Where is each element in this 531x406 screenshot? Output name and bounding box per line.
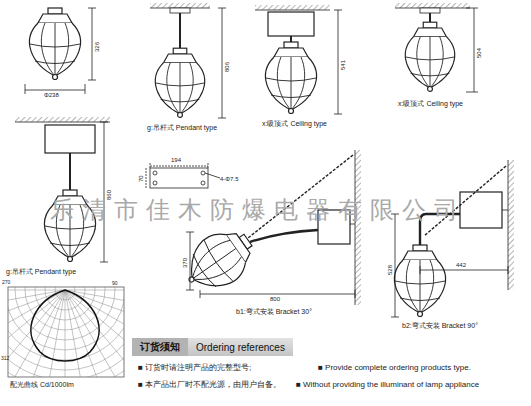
note: ■ 本产品出厂时不配光源，由用户自备。 xyxy=(138,381,281,389)
polar-ray xyxy=(8,290,65,291)
watermark: 乐清市佳木防爆电器有限公司 xyxy=(50,198,466,222)
axis-value: 312 xyxy=(1,356,9,361)
dimension: 4-Φ7.5 xyxy=(220,176,238,182)
dimension: 504 xyxy=(476,48,482,58)
dimension: Φ238 xyxy=(44,92,59,98)
header-band: 订货须知Ordering references xyxy=(132,338,293,356)
note: ■ Without providing the illuminant of la… xyxy=(296,381,479,389)
chart-caption: 配光曲线 Cd/1000lm xyxy=(10,381,74,388)
dimension: 806 xyxy=(224,62,230,72)
dimension: 528 xyxy=(387,265,393,275)
dimension: 442 xyxy=(456,262,466,268)
axis-value: 90 xyxy=(112,281,118,286)
view-caption: b2:弯式安装 Bracket 90° xyxy=(402,322,478,329)
axis-value: 270 xyxy=(2,280,10,285)
polar-ray xyxy=(42,290,65,377)
polar-ray xyxy=(65,290,124,377)
view-caption: g:吊杆式 Pendant type xyxy=(147,124,217,131)
band-text: Ordering references xyxy=(188,342,293,353)
polar-ray xyxy=(65,290,124,291)
dimension: 800 xyxy=(270,296,280,302)
band-heading: 订货须知 xyxy=(132,338,188,356)
polar-ring xyxy=(8,287,124,377)
view-caption: b1:弯式安装 Bracket 30° xyxy=(236,308,312,315)
dimension: 194 xyxy=(171,157,181,163)
dimension: 370 xyxy=(182,258,188,268)
view-caption: g:吊杆式 Pendant type xyxy=(6,268,76,275)
view-caption: x:吸顶式 Ceiling type xyxy=(262,120,327,127)
polar-ray xyxy=(8,290,65,377)
view-caption: x:吸顶式 Ceiling type xyxy=(398,100,463,107)
polar-ray xyxy=(8,290,65,377)
polar-ray xyxy=(65,290,124,377)
note: ■ Provide complete ordering products typ… xyxy=(318,364,471,372)
polar-ring xyxy=(8,287,124,377)
dimension: 541 xyxy=(340,60,346,70)
polar-ray xyxy=(65,290,66,377)
polar-ray xyxy=(8,290,65,355)
polar-ring xyxy=(8,287,124,370)
polar-ring xyxy=(8,287,124,377)
polar-ray xyxy=(65,290,88,377)
note: ■ 订货时请注明产品的完整型号; xyxy=(138,364,251,372)
dimension: 326 xyxy=(94,42,100,52)
dimension: 70 xyxy=(138,175,144,182)
